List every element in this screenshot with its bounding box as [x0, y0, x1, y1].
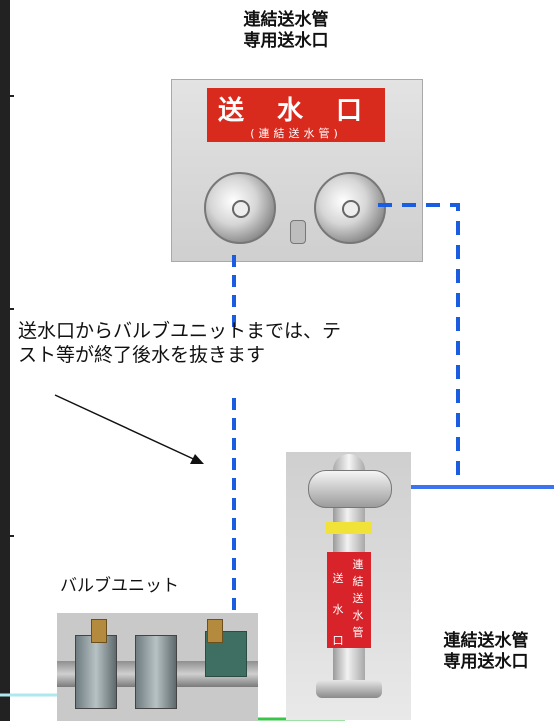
standpipe-sign-col-right: 連 結 送 水 管: [352, 558, 364, 639]
sign-char: 連: [352, 558, 364, 571]
sign-char: 送: [352, 592, 364, 605]
sign-char: 管: [352, 626, 364, 639]
inlet-valve-left: [204, 172, 276, 244]
valve-cap: [232, 200, 250, 218]
inlet-sign-main: 送 水 口: [217, 96, 375, 126]
drain-valve: [290, 220, 306, 244]
inlet-sign-sub: (連結送水管): [250, 127, 342, 140]
standpipe-head: [308, 470, 392, 508]
sign-char: 結: [352, 575, 364, 588]
standpipe-sign: 送 水 口 連 結 送 水 管: [327, 552, 371, 648]
sign-char: 水: [332, 603, 344, 616]
sign-char: 送: [332, 572, 344, 585]
unit-brass-fitting: [207, 619, 223, 643]
frame-tick: [0, 308, 14, 310]
top-inlet-label-line2: 専用送水口: [243, 31, 329, 51]
standpipe-sign-col-left: 送 水 口: [332, 572, 344, 647]
standpipe-band: [326, 522, 372, 534]
standpipe-photo: 送 水 口 連 結 送 水 管: [286, 452, 411, 720]
top-inlet-label: 連結送水管 専用送水口: [196, 10, 376, 52]
arrow-head: [190, 454, 204, 464]
inlet-photo: 送 水 口 (連結送水管): [171, 79, 423, 262]
top-inlet-label-line1: 連結送水管: [243, 10, 329, 30]
standpipe-label-line2: 専用送水口: [443, 652, 529, 672]
sign-char: 水: [352, 609, 364, 622]
frame-tick: [0, 535, 14, 537]
drain-note-line2: スト等が終了後水を抜きます: [18, 344, 266, 366]
dash-right-route: [378, 203, 460, 478]
inlet-sign: 送 水 口 (連結送水管): [207, 88, 385, 142]
unit-green-box: [205, 631, 247, 677]
frame-tick: [0, 95, 14, 97]
unit-valve-block: [75, 635, 117, 709]
drain-note-line1: 送水口からバルブユニットまでは、テ: [18, 320, 342, 342]
arrow-line: [54, 394, 201, 463]
drain-note: 送水口からバルブユニットまでは、テ スト等が終了後水を抜きます: [18, 319, 438, 367]
standpipe-base: [316, 680, 382, 698]
standpipe-label-line1: 連結送水管: [443, 631, 529, 651]
unit-valve-block: [135, 635, 177, 709]
valve-cap: [342, 200, 360, 218]
sign-char: 口: [332, 634, 344, 647]
valve-unit-label: バルブユニット: [60, 576, 179, 596]
valve-unit-photo: [57, 613, 258, 721]
inlet-valve-right: [314, 172, 386, 244]
standpipe-label: 連結送水管 専用送水口: [418, 631, 554, 673]
left-frame-line: [0, 0, 10, 721]
unit-brass-fitting: [91, 619, 107, 643]
